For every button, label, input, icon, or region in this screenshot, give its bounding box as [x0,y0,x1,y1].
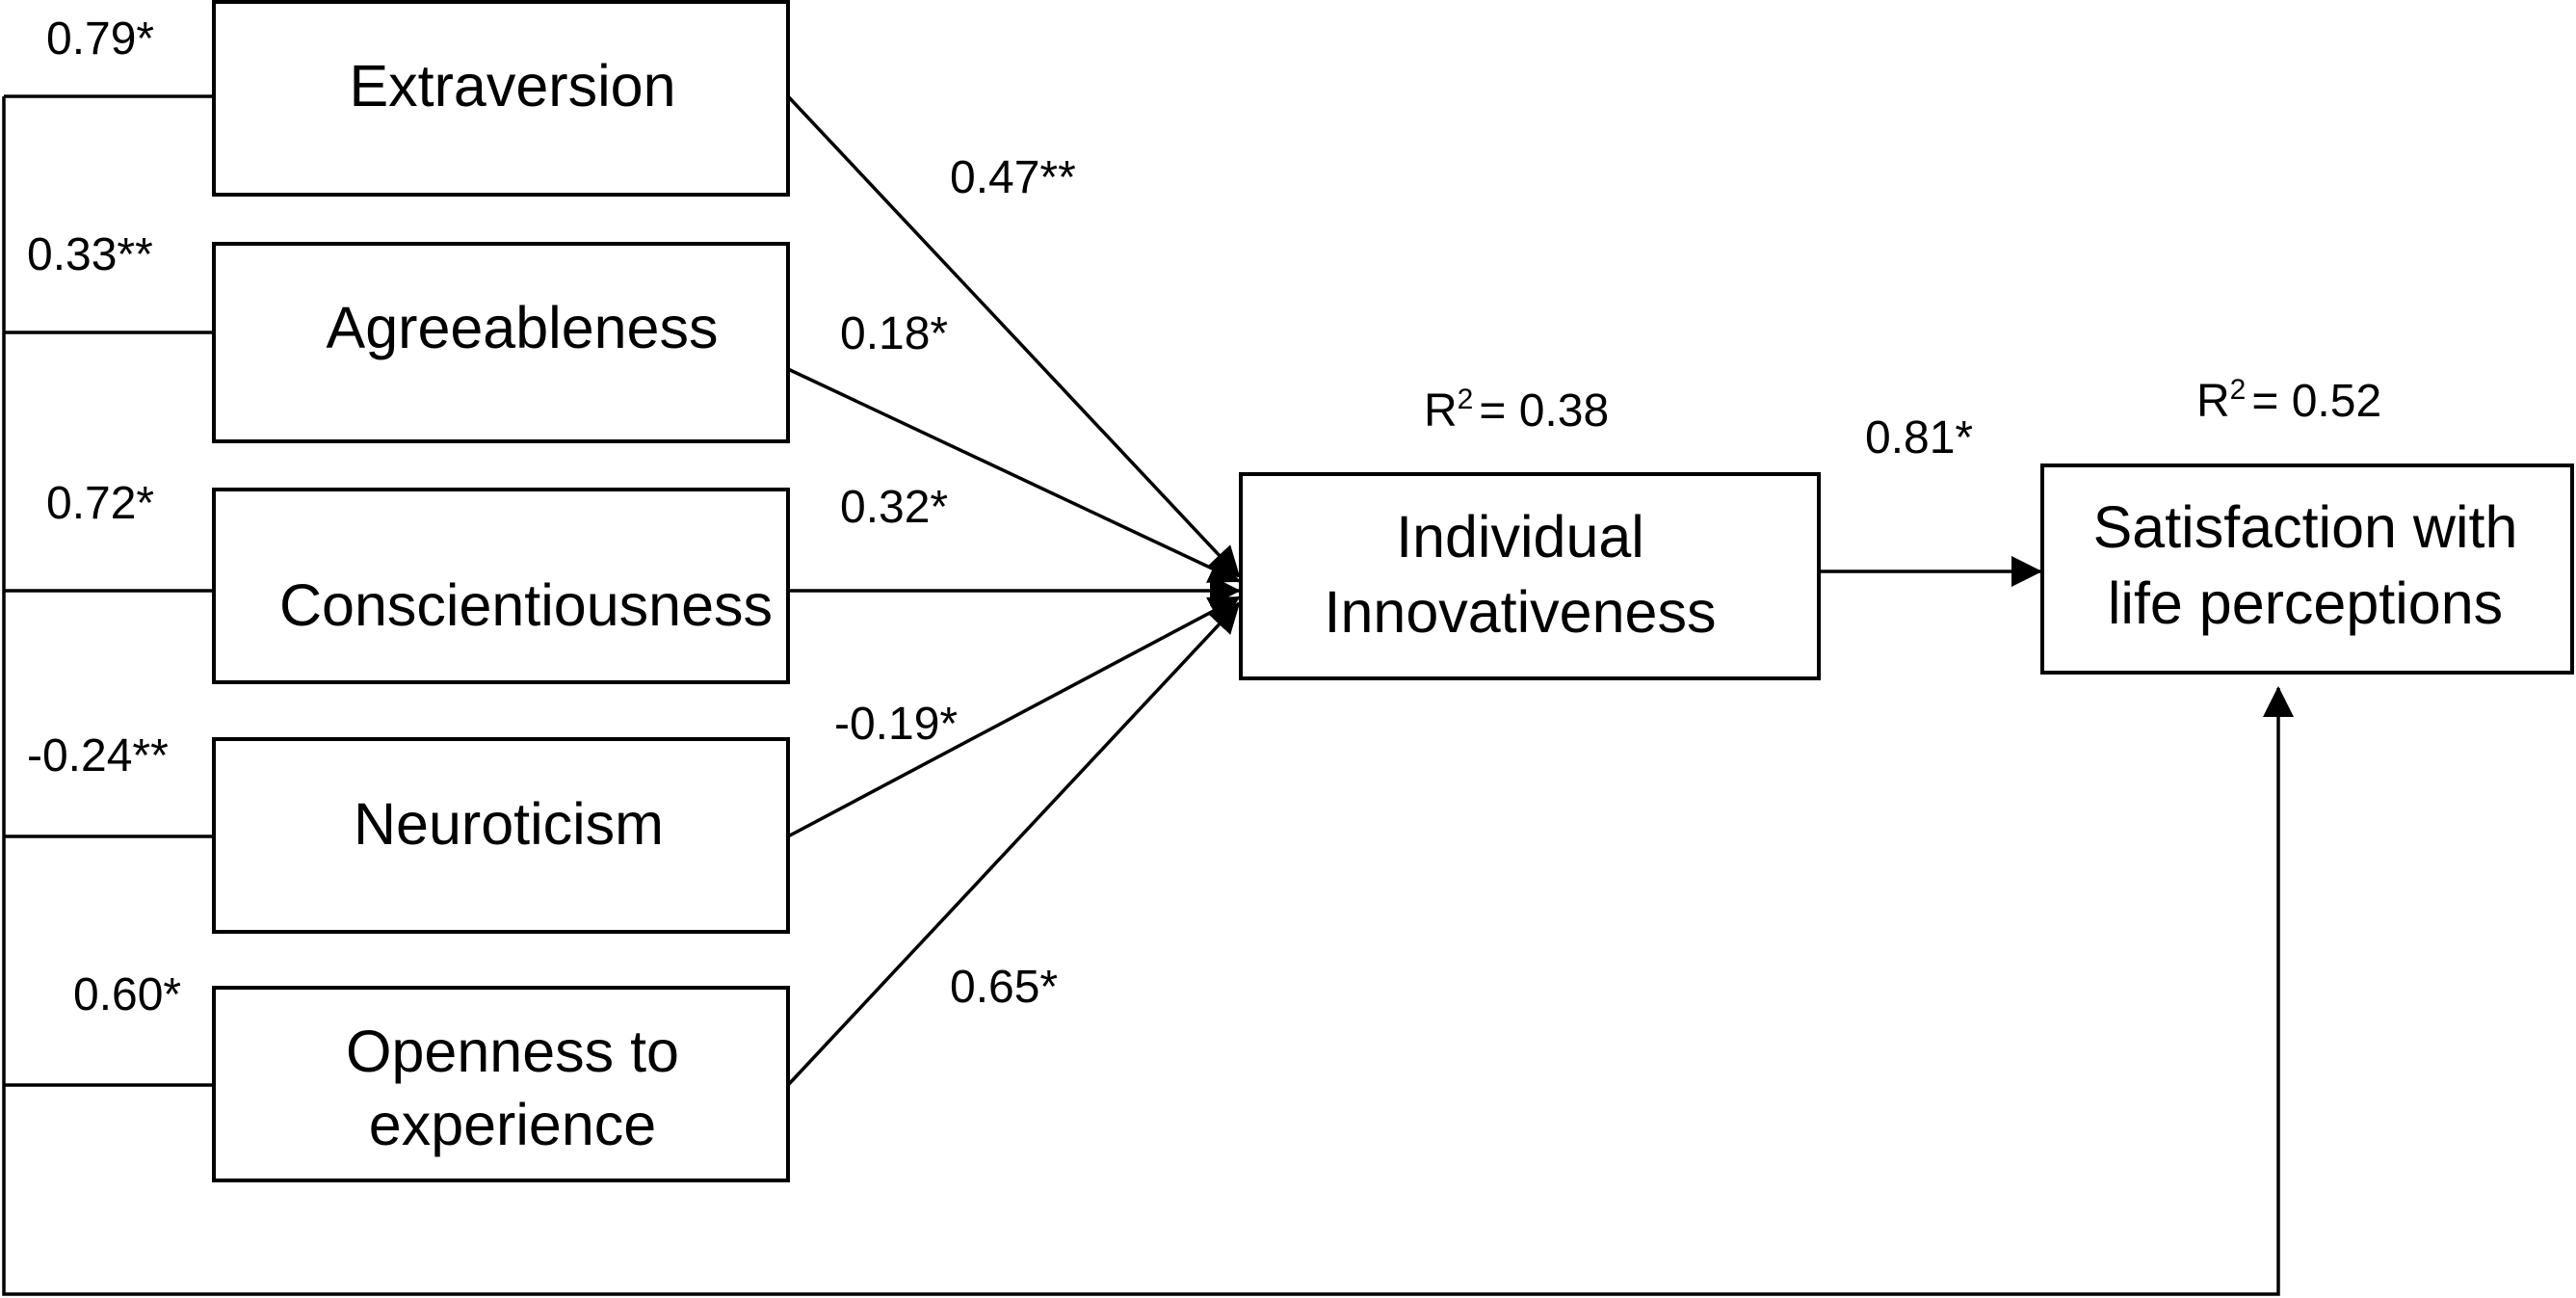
arrow-extraversion-innovativeness [786,94,1241,578]
node-label: Extraversion [349,53,675,119]
coef-left-conscientiousness: 0.72* [46,478,154,529]
r-squared-exponent: 2 [1458,384,1474,415]
left-coefficients: 0.79* 0.33** 0.72* -0.24** 0.60* [27,13,181,1020]
coef-path-openness: 0.65* [950,962,1058,1013]
coef-path-neuroticism: -0.19* [834,699,958,750]
coef-path-innovativeness-satisfaction: 0.81* [1865,412,1973,464]
r-squared-exponent: 2 [2230,374,2247,406]
node-label-line-2: Innovativeness [1325,579,1717,645]
r-squared-innovativeness: R2= 0.38 [1424,384,1609,437]
r-squared-satisfaction: R2= 0.52 [2196,374,2381,427]
r-squared-value: = 0.52 [2251,376,2381,427]
node-innovativeness: Individual Innovativeness [1239,472,1821,680]
arrow-neuroticism-innovativeness [787,596,1241,838]
svg-text:R2= 0.38: R2= 0.38 [1424,384,1609,437]
r-squared-value: = 0.38 [1479,385,1609,437]
node-label-line-2: experience [369,1092,656,1157]
coef-left-agreeableness: 0.33** [27,229,153,280]
node-neuroticism: Neuroticism [212,737,790,934]
r-squared-symbol: R [2196,376,2230,427]
coef-path-extraversion: 0.47** [950,152,1076,203]
node-extraversion: Extraversion [212,0,790,197]
node-satisfaction: Satisfaction with life perceptions [2040,464,2574,675]
node-label: Conscientiousness [279,572,773,638]
total-effect-connectors [2,94,2294,1296]
node-conscientiousness: Conscientiousness [212,488,790,684]
node-label-line-2: life perceptions [2108,570,2503,636]
coef-left-openness: 0.60* [73,969,181,1020]
node-agreeableness: Agreeableness [212,242,790,443]
arrow-openness-innovativeness [786,601,1241,1087]
left-bus-line [2,96,2294,1296]
path-coefficients: 0.47** 0.18* 0.32* -0.19* 0.65* 0.81* [834,152,1973,1013]
node-label-line-1: Individual [1396,504,1644,570]
predictor-paths [786,94,2042,1087]
arrow-agreeableness-innovativeness [787,367,1241,583]
svg-text:R2= 0.52: R2= 0.52 [2196,374,2381,427]
node-openness: Openness to experience [212,986,790,1182]
node-label-line-1: Satisfaction with [2093,494,2518,560]
coef-left-neuroticism: -0.24** [27,730,169,781]
node-label: Agreeableness [327,295,719,360]
coef-left-extraversion: 0.79* [46,13,154,65]
node-label: Neuroticism [354,791,664,857]
node-label-line-1: Openness to [346,1019,679,1084]
coef-path-agreeableness: 0.18* [840,308,948,359]
coef-path-conscientiousness: 0.32* [840,482,948,533]
r-squared-symbol: R [1424,385,1458,437]
